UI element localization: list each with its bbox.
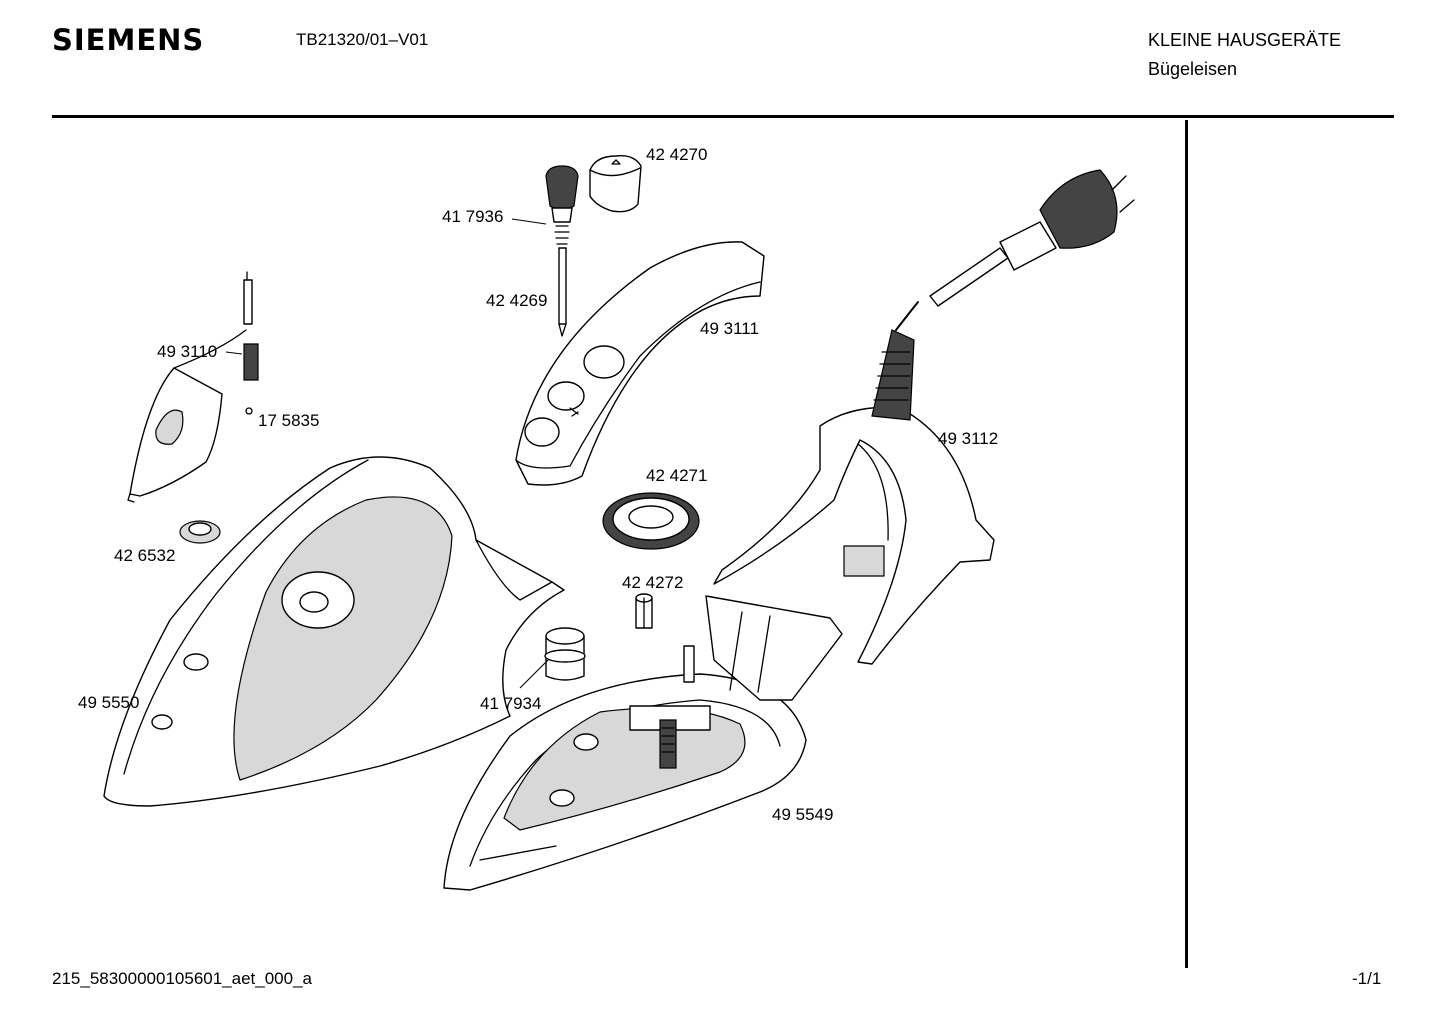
leader-line-493110 (225, 351, 243, 355)
part-drawing-493111 (515, 241, 765, 486)
file-code: 215_58300000105601_aet_000_a (52, 969, 312, 988)
part-drawing-175835 (245, 407, 253, 415)
part-number-417934: 41 7934 (480, 694, 541, 713)
part-number-495550: 49 5550 (78, 693, 139, 712)
subcategory-title: Bügeleisen (1148, 59, 1238, 79)
part-number-493111: 49 3111 (700, 319, 759, 338)
brand-logo: SIEMENS (52, 23, 205, 57)
leader-line-417934 (519, 659, 549, 689)
part-drawing-495550 (103, 456, 565, 807)
part-drawing-426532 (179, 520, 221, 544)
part-number-424272: 42 4272 (622, 573, 683, 592)
part-number-424271: 42 4271 (646, 466, 707, 485)
part-drawing-417936 (545, 165, 579, 337)
part-drawing-493110 (127, 271, 259, 503)
part-drawing-495549 (443, 595, 843, 891)
document-id: TB21320/01–V01 (296, 30, 429, 49)
part-number-495549: 49 5549 (772, 805, 833, 824)
part-drawing-493112 (713, 169, 1135, 665)
part-number-493110: 49 3110 (157, 342, 217, 361)
part-number-424270: 42 4270 (646, 145, 707, 164)
side-rule (1185, 120, 1188, 968)
part-number-426532: 42 6532 (114, 546, 175, 565)
page-number: -1/1 (1352, 969, 1382, 988)
part-drawing-424271 (602, 492, 700, 550)
header-rule (52, 115, 1394, 118)
part-drawing-424272 (635, 593, 653, 629)
part-number-493112: 49 3112 (938, 429, 998, 448)
category-title: KLEINE HAUSGERÄTE (1148, 30, 1342, 50)
part-number-417936: 41 7936 (442, 207, 503, 226)
part-drawing-417934 (544, 627, 586, 681)
part-number-175835: 17 5835 (258, 411, 319, 430)
part-number-424269: 42 4269 (486, 291, 547, 310)
leader-line-417936 (511, 218, 547, 225)
part-drawing-424270 (589, 155, 642, 213)
